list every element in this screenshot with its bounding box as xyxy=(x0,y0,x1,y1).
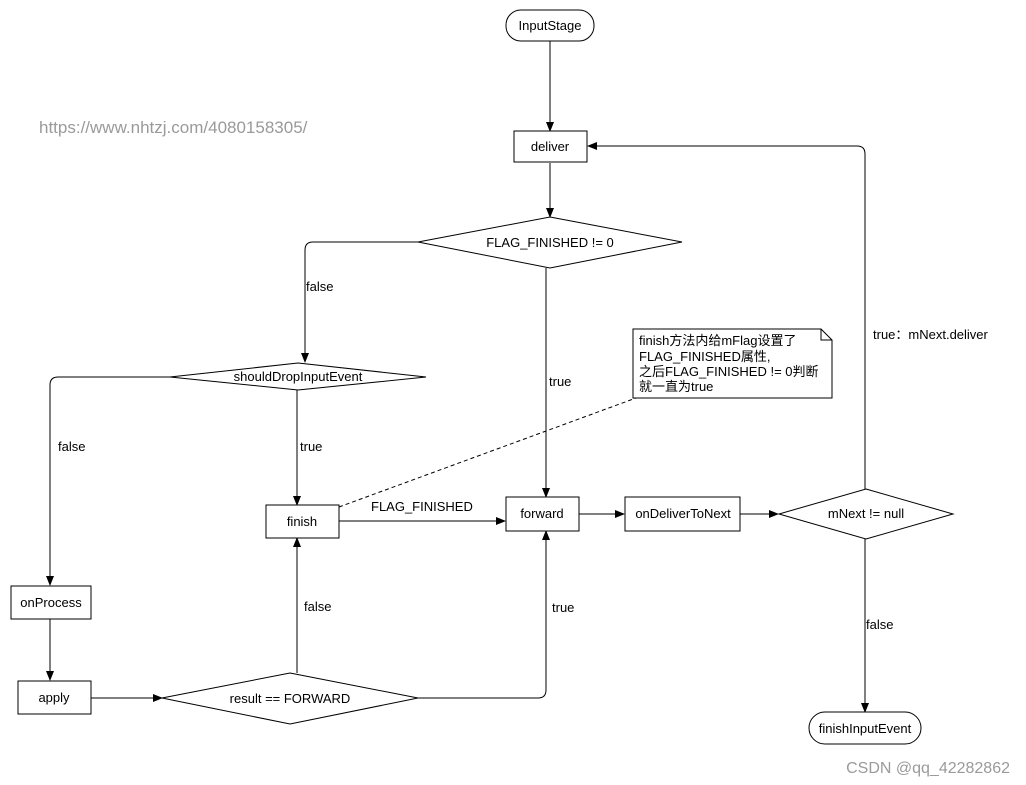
node-deliver: deliver xyxy=(513,130,588,163)
node-flag-check-label: FLAG_FINISHED != 0 xyxy=(486,235,614,250)
note-connector xyxy=(338,397,637,508)
note-line-3: 之后FLAG_FINISHED != 0判断 xyxy=(639,364,819,379)
node-result-check-label: result == FORWARD xyxy=(230,691,351,706)
node-finish-label: finish xyxy=(287,514,317,529)
node-should-drop-label: shouldDropInputEvent xyxy=(234,369,363,384)
node-finish-input-event-label: finishInputEvent xyxy=(819,721,912,736)
node-mnext-check-label: mNext != null xyxy=(828,506,904,521)
note-line-2: FLAG_FINISHED属性, xyxy=(639,349,770,364)
edge-mnext-true xyxy=(587,142,866,489)
node-result-check: result == FORWARD xyxy=(161,672,419,725)
node-input-stage-label: InputStage xyxy=(519,18,582,33)
node-finish-input-event: finishInputEvent xyxy=(808,711,922,745)
label-drop-false: false xyxy=(58,439,85,454)
label-mnext-true: true：mNext.deliver xyxy=(873,327,989,342)
note-line-1: finish方法内给mFlag设置了 xyxy=(639,333,796,348)
node-apply: apply xyxy=(17,680,92,715)
label-flag-true: true xyxy=(549,374,571,389)
note-line-4: 就一直为true xyxy=(639,379,713,394)
node-on-process: onProcess xyxy=(10,585,92,620)
node-mnext-check: mNext != null xyxy=(777,488,955,540)
node-input-stage: InputStage xyxy=(505,9,595,42)
label-drop-true: true xyxy=(300,439,322,454)
node-forward: forward xyxy=(505,496,580,532)
node-on-process-label: onProcess xyxy=(20,595,82,610)
label-finish-forward: FLAG_FINISHED xyxy=(371,499,473,514)
label-mnext-false: false xyxy=(866,617,893,632)
edge-labels: false true false true FLAG_FINISHED fals… xyxy=(58,279,989,632)
node-deliver-label: deliver xyxy=(531,139,570,154)
edge-drop-false xyxy=(46,376,170,586)
node-apply-label: apply xyxy=(38,690,70,705)
node-should-drop: shouldDropInputEvent xyxy=(169,362,427,391)
label-flag-false: false xyxy=(306,279,333,294)
node-on-deliver-to-next-label: onDeliverToNext xyxy=(635,506,731,521)
edges xyxy=(46,41,869,713)
node-finish: finish xyxy=(265,504,340,539)
note-box: finish方法内给mFlag设置了 FLAG_FINISHED属性, 之后FL… xyxy=(632,328,833,399)
watermark-text: https://www.nhtzj.com/4080158305/ xyxy=(39,118,308,137)
node-on-deliver-to-next: onDeliverToNext xyxy=(624,496,741,532)
edge-flagcheck-false xyxy=(301,241,418,363)
node-forward-label: forward xyxy=(520,506,563,521)
edge-result-true xyxy=(418,530,550,699)
label-result-false: false xyxy=(304,599,331,614)
label-result-true: true xyxy=(552,600,574,615)
credit-text: CSDN @qq_42282862 xyxy=(846,760,1010,777)
node-flag-check: FLAG_FINISHED != 0 xyxy=(417,216,683,269)
